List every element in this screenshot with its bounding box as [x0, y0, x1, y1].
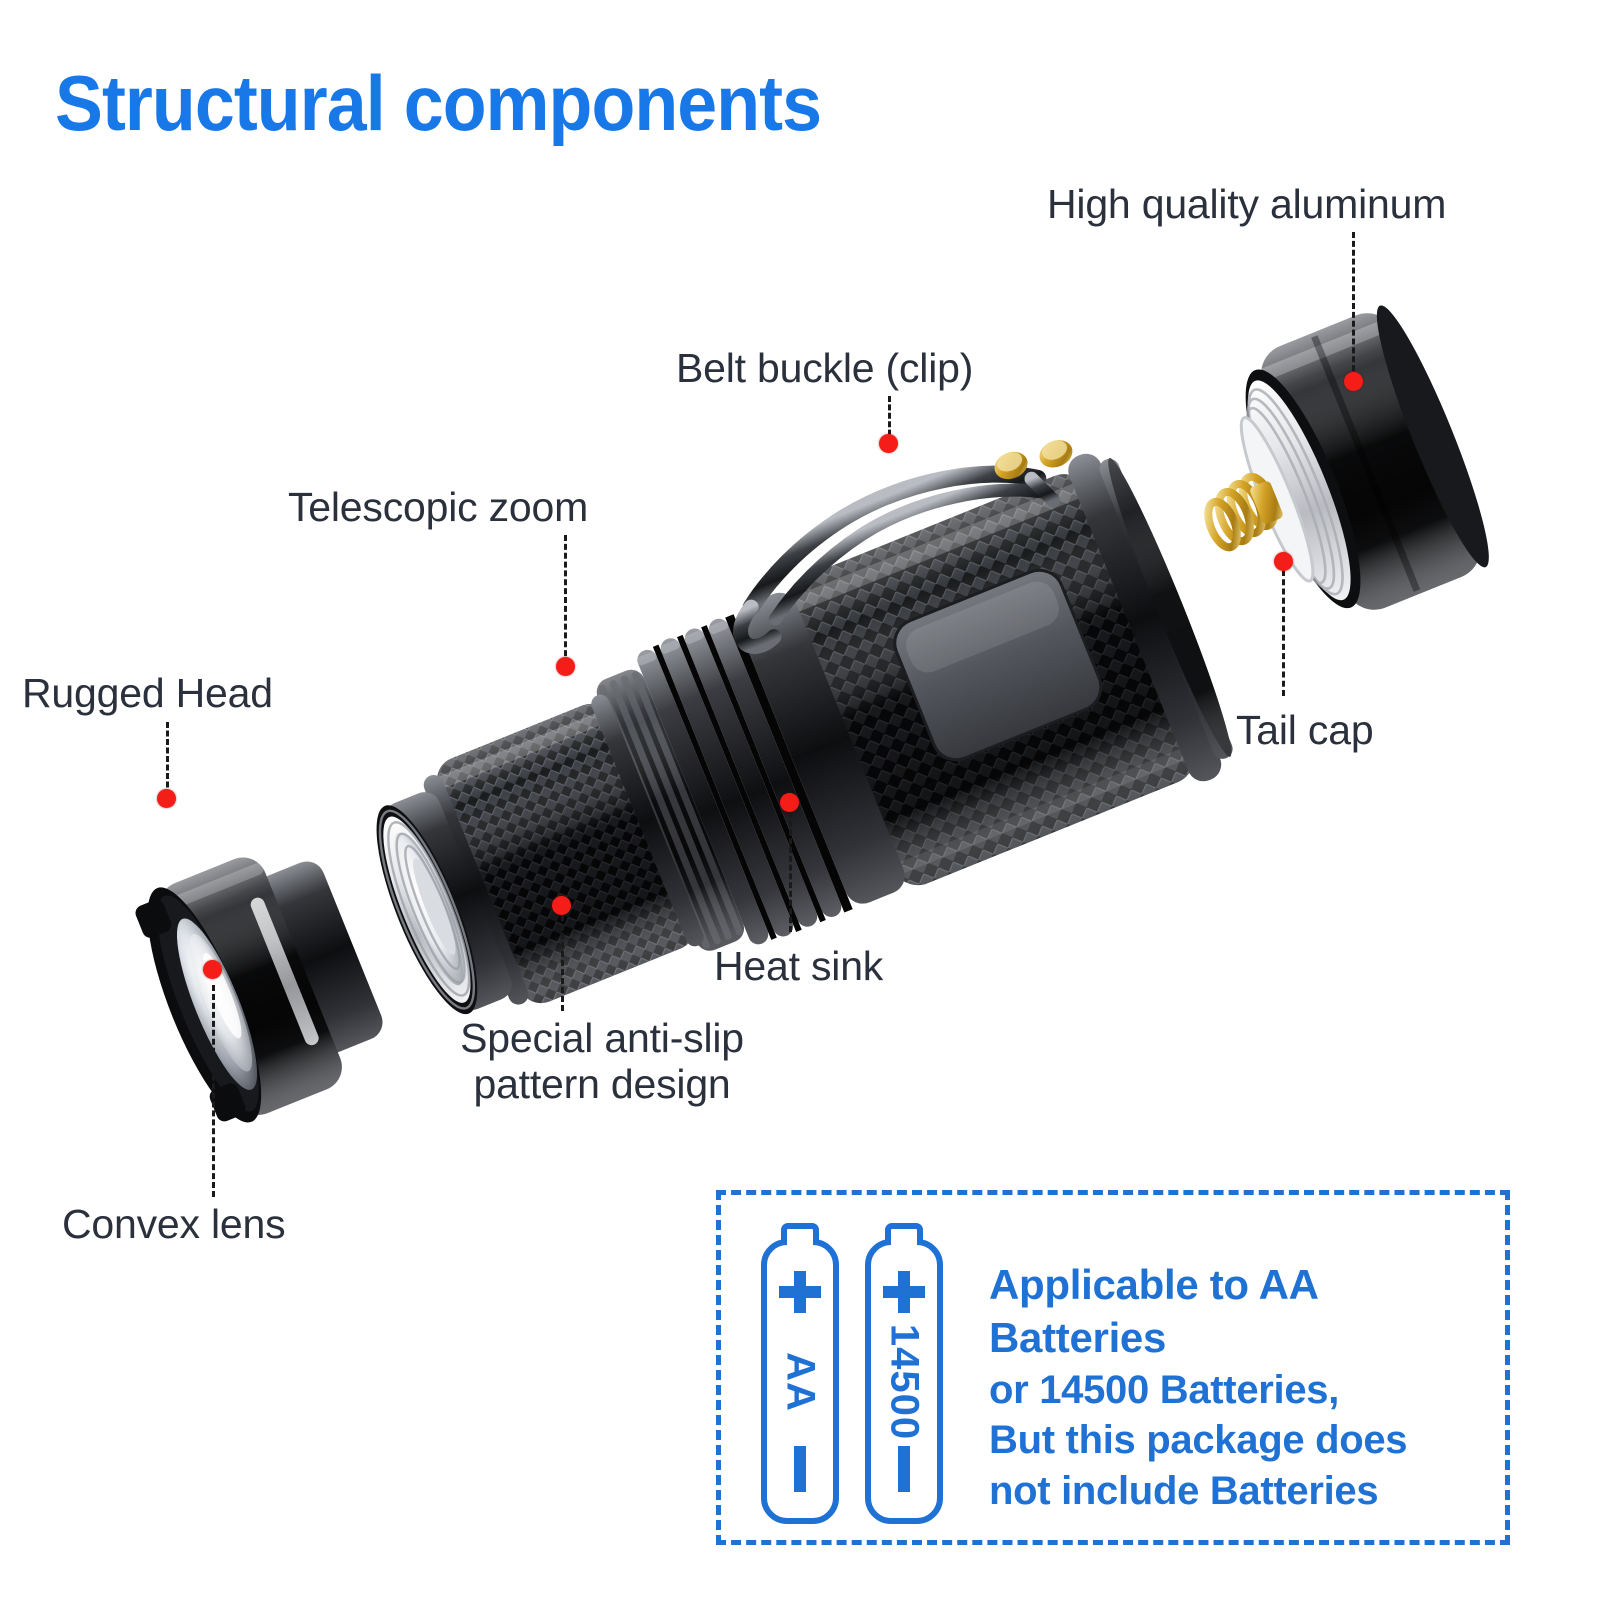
battery-icon-group: AA 14500 [761, 1217, 961, 1524]
battery-terminal-nub [781, 1223, 819, 1245]
page-title: Structural components [55, 59, 822, 147]
marker-convex-lens [203, 960, 222, 979]
label-heat-sink: Heat sink [714, 943, 884, 989]
battery-note-text: Applicable to AA Batteries or 14500 Batt… [989, 1259, 1489, 1516]
battery-note-line-3: But this package does [989, 1418, 1408, 1463]
label-telescopic-zoom: Telescopic zoom [288, 484, 589, 530]
leader-telescopic-zoom [564, 535, 567, 665]
leader-high-quality-aluminum [1352, 232, 1355, 380]
marker-telescopic-zoom [556, 657, 575, 676]
marker-heat-sink [780, 793, 799, 812]
battery-icon-14500: 14500 [865, 1223, 943, 1524]
battery-label-14500: 14500 [882, 1323, 927, 1440]
battery-note-line-1: Applicable to AA Batteries [989, 1261, 1318, 1361]
plus-icon [883, 1271, 925, 1313]
battery-terminal-nub [885, 1223, 923, 1245]
label-belt-buckle: Belt buckle (clip) [676, 345, 974, 391]
marker-belt-buckle [879, 434, 898, 453]
label-convex-lens: Convex lens [62, 1201, 286, 1247]
minus-icon [794, 1446, 806, 1492]
battery-info-box: AA 14500 Applicable to AA Batteries or 1… [716, 1190, 1510, 1545]
label-rugged-head: Rugged Head [22, 670, 273, 716]
label-anti-slip: Special anti-slip pattern design [420, 1015, 784, 1108]
marker-tail-cap [1274, 552, 1293, 571]
battery-icon-aa: AA [761, 1223, 839, 1524]
leader-belt-buckle [888, 396, 891, 444]
leader-convex-lens [212, 985, 215, 1197]
marker-anti-slip [552, 896, 571, 915]
label-anti-slip-line1: Special anti-slip [460, 1015, 744, 1061]
leader-rugged-head [166, 722, 169, 796]
label-anti-slip-line2: pattern design [473, 1060, 731, 1107]
marker-rugged-head [157, 789, 176, 808]
plus-icon [779, 1271, 821, 1313]
leader-anti-slip [561, 915, 564, 1011]
label-high-quality-aluminum: High quality aluminum [1047, 181, 1447, 227]
leader-heat-sink [789, 812, 792, 932]
leader-tail-cap [1282, 570, 1285, 696]
minus-icon [898, 1446, 910, 1492]
battery-label-aa: AA [778, 1351, 823, 1412]
marker-high-quality-aluminum [1344, 372, 1363, 391]
label-tail-cap: Tail cap [1236, 707, 1374, 753]
battery-note-line-4: not include Batteries [989, 1468, 1379, 1513]
battery-note-line-2: or 14500 Batteries, [989, 1367, 1340, 1412]
